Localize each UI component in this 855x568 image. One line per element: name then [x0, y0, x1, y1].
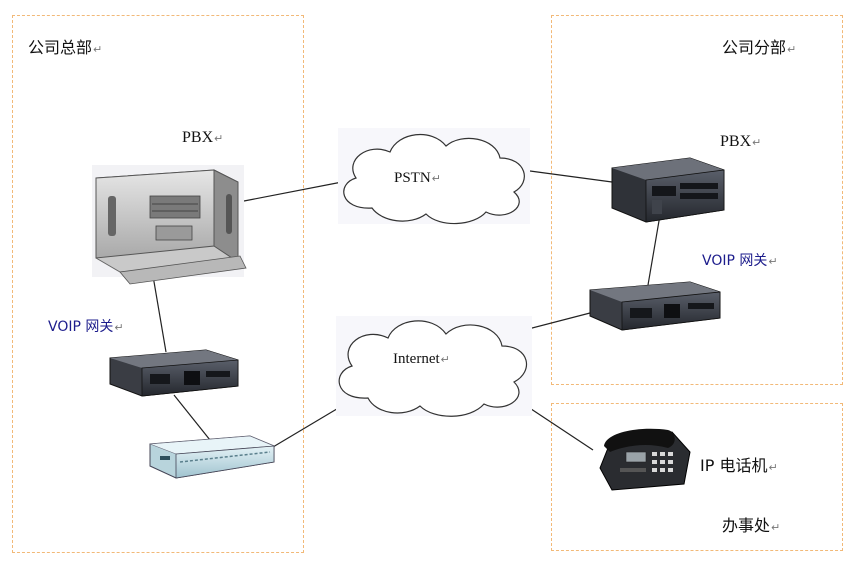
line-pstn-branch-pbx: [529, 170, 613, 183]
branch-gateway-label: VOIP 网关↵: [702, 253, 778, 269]
headquarters-region: [12, 15, 304, 553]
ip-phone-device: [599, 428, 691, 491]
headquarters-title: 公司总部↵: [28, 38, 103, 57]
branch-pbx-device: [611, 157, 725, 223]
line-hq-pbx-pstn: [243, 181, 343, 202]
hq-gateway-label: VOIP 网关↵: [48, 319, 124, 335]
line-branch-pbx-gateway: [647, 214, 661, 286]
hq-switch-device: [149, 435, 275, 479]
branch-gateway-device: [589, 281, 721, 331]
office-title: 办事处↵: [722, 516, 781, 535]
hq-pbx-device: [92, 165, 247, 285]
hq-gateway-device: [109, 349, 239, 397]
office-region: [551, 403, 843, 551]
ip-phone-label: IP 电话机↵: [700, 456, 778, 475]
hq-pbx-label: PBX↵: [182, 129, 224, 146]
internet-cloud: [336, 316, 532, 417]
line-hq-pbx-gateway: [151, 269, 167, 353]
branch-region: [551, 15, 843, 385]
internet-label: Internet↵: [393, 351, 450, 367]
branch-pbx-label: PBX↵: [720, 133, 762, 150]
pstn-cloud: [338, 128, 530, 225]
branch-title: 公司分部↵: [722, 38, 797, 57]
pstn-label: PSTN↵: [394, 170, 441, 186]
line-hq-gateway-switch: [173, 394, 211, 441]
